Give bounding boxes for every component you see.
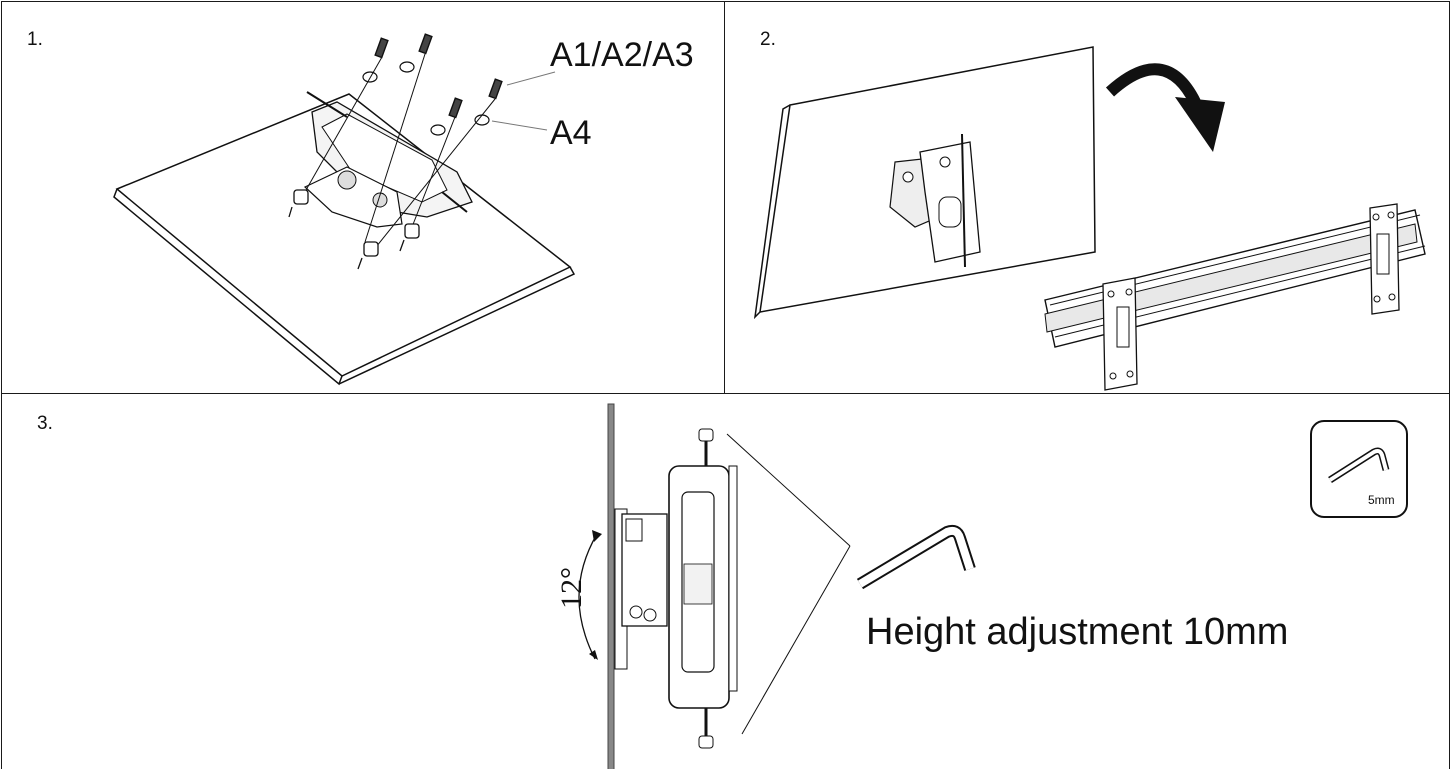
washer-callout-label: A4 [550,114,592,152]
panel-step-3: 3. 12° Height adjustment 10mm [1,393,1450,769]
side-view-adjustment-drawing [578,403,976,769]
step-number: 1. [27,29,43,50]
base-plate-assembly-drawing [113,33,576,386]
tilt-angle-label: 12° [555,567,588,609]
screw-callout-label: A1/A2/A3 [550,36,694,74]
monitor-to-rail-drawing [753,46,1426,391]
height-adjustment-label: Height adjustment 10mm [866,611,1289,653]
hex-key-tool-box: 5mm [1310,420,1408,518]
step-number: 3. [37,413,53,434]
tool-size-label: 5mm [1368,493,1395,507]
hex-key-icon [1328,447,1390,483]
step-number: 2. [760,29,776,50]
panel-step-2: 2. [724,1,1450,394]
panel-step-1: 1. [1,1,725,394]
